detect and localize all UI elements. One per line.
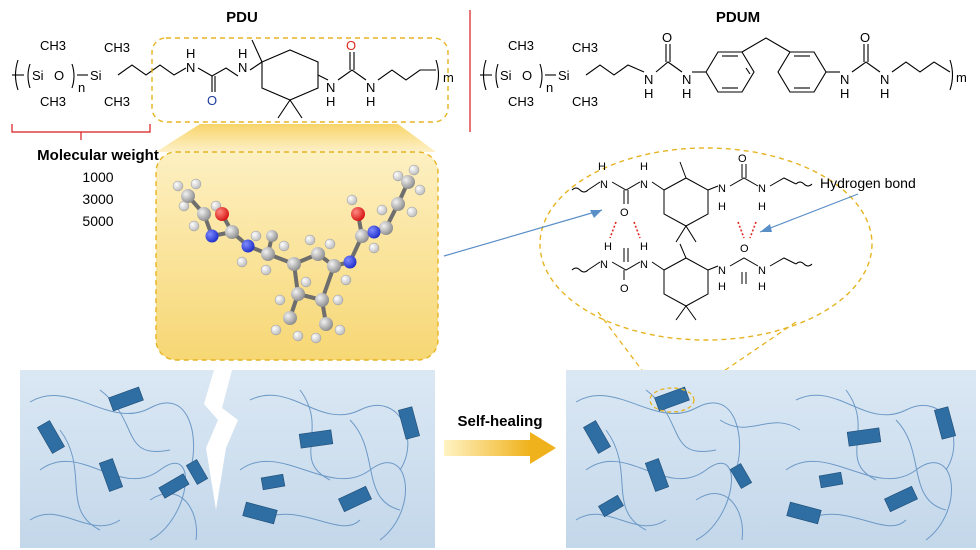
hb-o-2: O [738, 153, 747, 165]
molecular-weight-5000: 5000 [82, 213, 113, 229]
pdum-n-subscript: n [546, 80, 553, 95]
hb-h-3: H [718, 201, 726, 213]
pdu-n-2: N [238, 60, 247, 75]
hb-n-5: N [600, 259, 608, 271]
pdum-structure [480, 37, 954, 93]
ball-stick-molecule [172, 164, 426, 344]
molecular-weight-3000: 3000 [82, 191, 113, 207]
hb-h-6: H [640, 241, 648, 253]
pdu-h-4: H [366, 94, 375, 109]
pdum-ch3-bottom: CH3 [508, 94, 534, 109]
pdu-n-3: N [326, 80, 335, 95]
model-to-structure-pointer [443, 209, 603, 257]
hydrogen-bond-label: Hydrogen bond [820, 175, 916, 191]
hb-o-3: O [620, 283, 629, 295]
hb-h-8: H [758, 281, 766, 293]
hb-n-1: N [600, 179, 608, 191]
hydrogen-bond-pointer [759, 193, 859, 233]
hb-n-7: N [718, 265, 726, 277]
pdum-o-1: O [662, 30, 672, 45]
pdum-h-3: H [840, 86, 849, 101]
hb-o-1: O [620, 207, 629, 219]
pdu-h-1: H [186, 46, 195, 61]
pdum-h-4: H [880, 86, 889, 101]
hb-h-1: H [598, 161, 606, 173]
molecule-3d-panel [155, 151, 439, 361]
pdum-m-subscript: m [956, 70, 967, 85]
pdum-n-2: N [682, 72, 691, 87]
pdum-ch3-top: CH3 [508, 38, 534, 53]
pdu-ch3-bottom: CH3 [40, 94, 66, 109]
soft-segment-bracket [11, 124, 151, 140]
hb-n-3: N [718, 183, 726, 195]
self-healing-arrow-body [444, 440, 530, 456]
pdum-n-3: N [840, 72, 849, 87]
hb-h-5: H [604, 241, 612, 253]
pdu-si-1: Si [32, 68, 44, 83]
damaged-network-panel [20, 370, 435, 548]
model-pointer-head [590, 210, 602, 218]
pdu-structure [12, 39, 440, 119]
hb-n-2: N [640, 179, 648, 191]
pdu-n-1: N [186, 60, 195, 75]
pdu-h-2: H [238, 46, 247, 61]
hbond-dashes [609, 221, 757, 239]
pdu-o-1: O [207, 93, 217, 108]
pdum-si-ch3-top: CH3 [572, 40, 598, 55]
zoom-trapezoid [156, 124, 436, 152]
hb-o-4: O [740, 243, 749, 255]
hb-n-8: N [758, 265, 766, 277]
pdu-hard-segment-highlight [151, 37, 449, 123]
hydrogen-bond-pointer-head [760, 224, 772, 232]
pdum-si-ch3-bottom: CH3 [572, 94, 598, 109]
pdum-si-1: Si [500, 68, 512, 83]
pdum-si-2: Si [558, 68, 570, 83]
hb-n-4: N [758, 183, 766, 195]
pdu-si-ch3-top: CH3 [104, 40, 130, 55]
pdu-n-4: N [366, 80, 375, 95]
hb-h-4: H [758, 201, 766, 213]
pdum-o-2: O [860, 30, 870, 45]
pdum-h-1: H [644, 86, 653, 101]
hbond-structure [571, 161, 813, 321]
hydrogen-bond-zoom [539, 147, 873, 341]
hb-n-6: N [640, 259, 648, 271]
self-healing-label: Self-healing [457, 413, 542, 430]
pdum-n-4: N [880, 72, 889, 87]
pdum-h-2: H [682, 86, 691, 101]
hb-h-2: H [640, 161, 648, 173]
pdum-title: PDUM [716, 9, 760, 26]
pdum-n-1: N [644, 72, 653, 87]
pdu-o: O [54, 68, 64, 83]
pdu-si-2: Si [90, 68, 102, 83]
pdu-si-ch3-bottom: CH3 [104, 94, 130, 109]
pdu-h-3: H [326, 94, 335, 109]
pdu-ch3-top: CH3 [40, 38, 66, 53]
pdu-title: PDU [226, 9, 258, 26]
molecular-weight-1000: 1000 [82, 169, 113, 185]
molecular-weight-label: Molecular weight [37, 147, 159, 164]
pdu-o-2: O [346, 38, 356, 53]
pdum-o: O [522, 68, 532, 83]
hb-h-7: H [718, 281, 726, 293]
self-healing-arrow-head [530, 432, 556, 464]
healed-network-panel [566, 370, 976, 548]
pdu-n-subscript: n [78, 80, 85, 95]
zoom-line-right [689, 321, 797, 395]
